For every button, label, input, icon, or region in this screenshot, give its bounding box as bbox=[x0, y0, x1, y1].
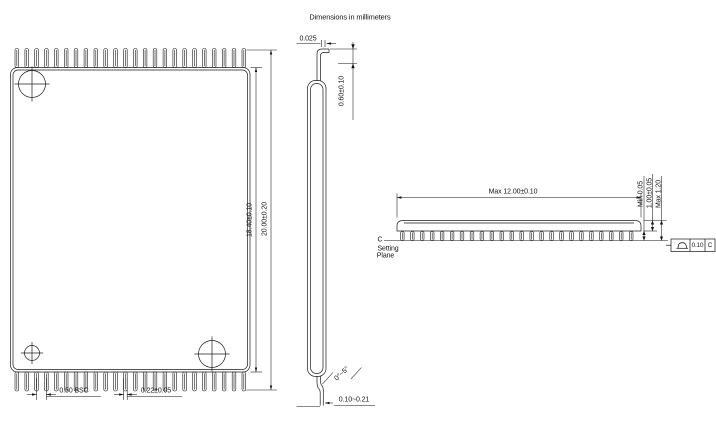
end-view-dimensions bbox=[384, 174, 668, 241]
overall-length-label: 20.00±0.20 bbox=[261, 202, 269, 236]
end-view bbox=[396, 220, 642, 232]
side-lead-bottom bbox=[316, 376, 321, 406]
setting-plane-word1: Setting bbox=[377, 245, 399, 252]
setting-plane-word2: Plane bbox=[376, 252, 395, 260]
lead-width-label: 0.22±0.05 bbox=[140, 387, 172, 395]
front-view bbox=[10, 67, 251, 373]
seating-datum-letter: C bbox=[377, 236, 383, 244]
lead-length-label: 0.60±0.10 bbox=[338, 75, 346, 107]
lead-offset-label: 0.025 bbox=[299, 35, 317, 42]
side-view bbox=[307, 48, 330, 406]
body-length-label: 18.40±0.10 bbox=[246, 203, 254, 237]
flatness-control-frame bbox=[666, 238, 716, 252]
front-view-pins-top bbox=[14, 48, 246, 68]
side-lead-top bbox=[316, 48, 329, 81]
lead-pitch-label: 0.50 BSC bbox=[59, 387, 89, 395]
end-view-pins bbox=[400, 231, 634, 241]
front-view-dimensions bbox=[27, 49, 277, 400]
seating-plane-symbol-icon bbox=[676, 242, 688, 249]
side-view-dimensions bbox=[296, 40, 375, 407]
end-body-outline bbox=[396, 220, 642, 232]
flatness-datum-letter: C bbox=[707, 241, 713, 249]
front-body-outline bbox=[10, 67, 251, 373]
front-body-inner-outline bbox=[12, 69, 248, 370]
body-thickness-label: 1.00±0.05 bbox=[646, 177, 653, 208]
drawing-title: Dimensions in millimeters bbox=[309, 12, 391, 22]
overall-width-label: Max 12.00±0.10 bbox=[488, 188, 538, 195]
standoff-label: Min 0.05 bbox=[637, 180, 645, 207]
overall-height-label: Max 1.20 bbox=[655, 179, 662, 208]
side-body-inner-outline bbox=[310, 83, 324, 374]
front-view-pins-bottom bbox=[14, 371, 246, 392]
front-view-index-marks bbox=[14, 66, 230, 372]
flatness-tolerance-value: 0.10 bbox=[691, 241, 704, 249]
lead-tip-thickness-label: 0.10~0.21 bbox=[338, 396, 370, 404]
